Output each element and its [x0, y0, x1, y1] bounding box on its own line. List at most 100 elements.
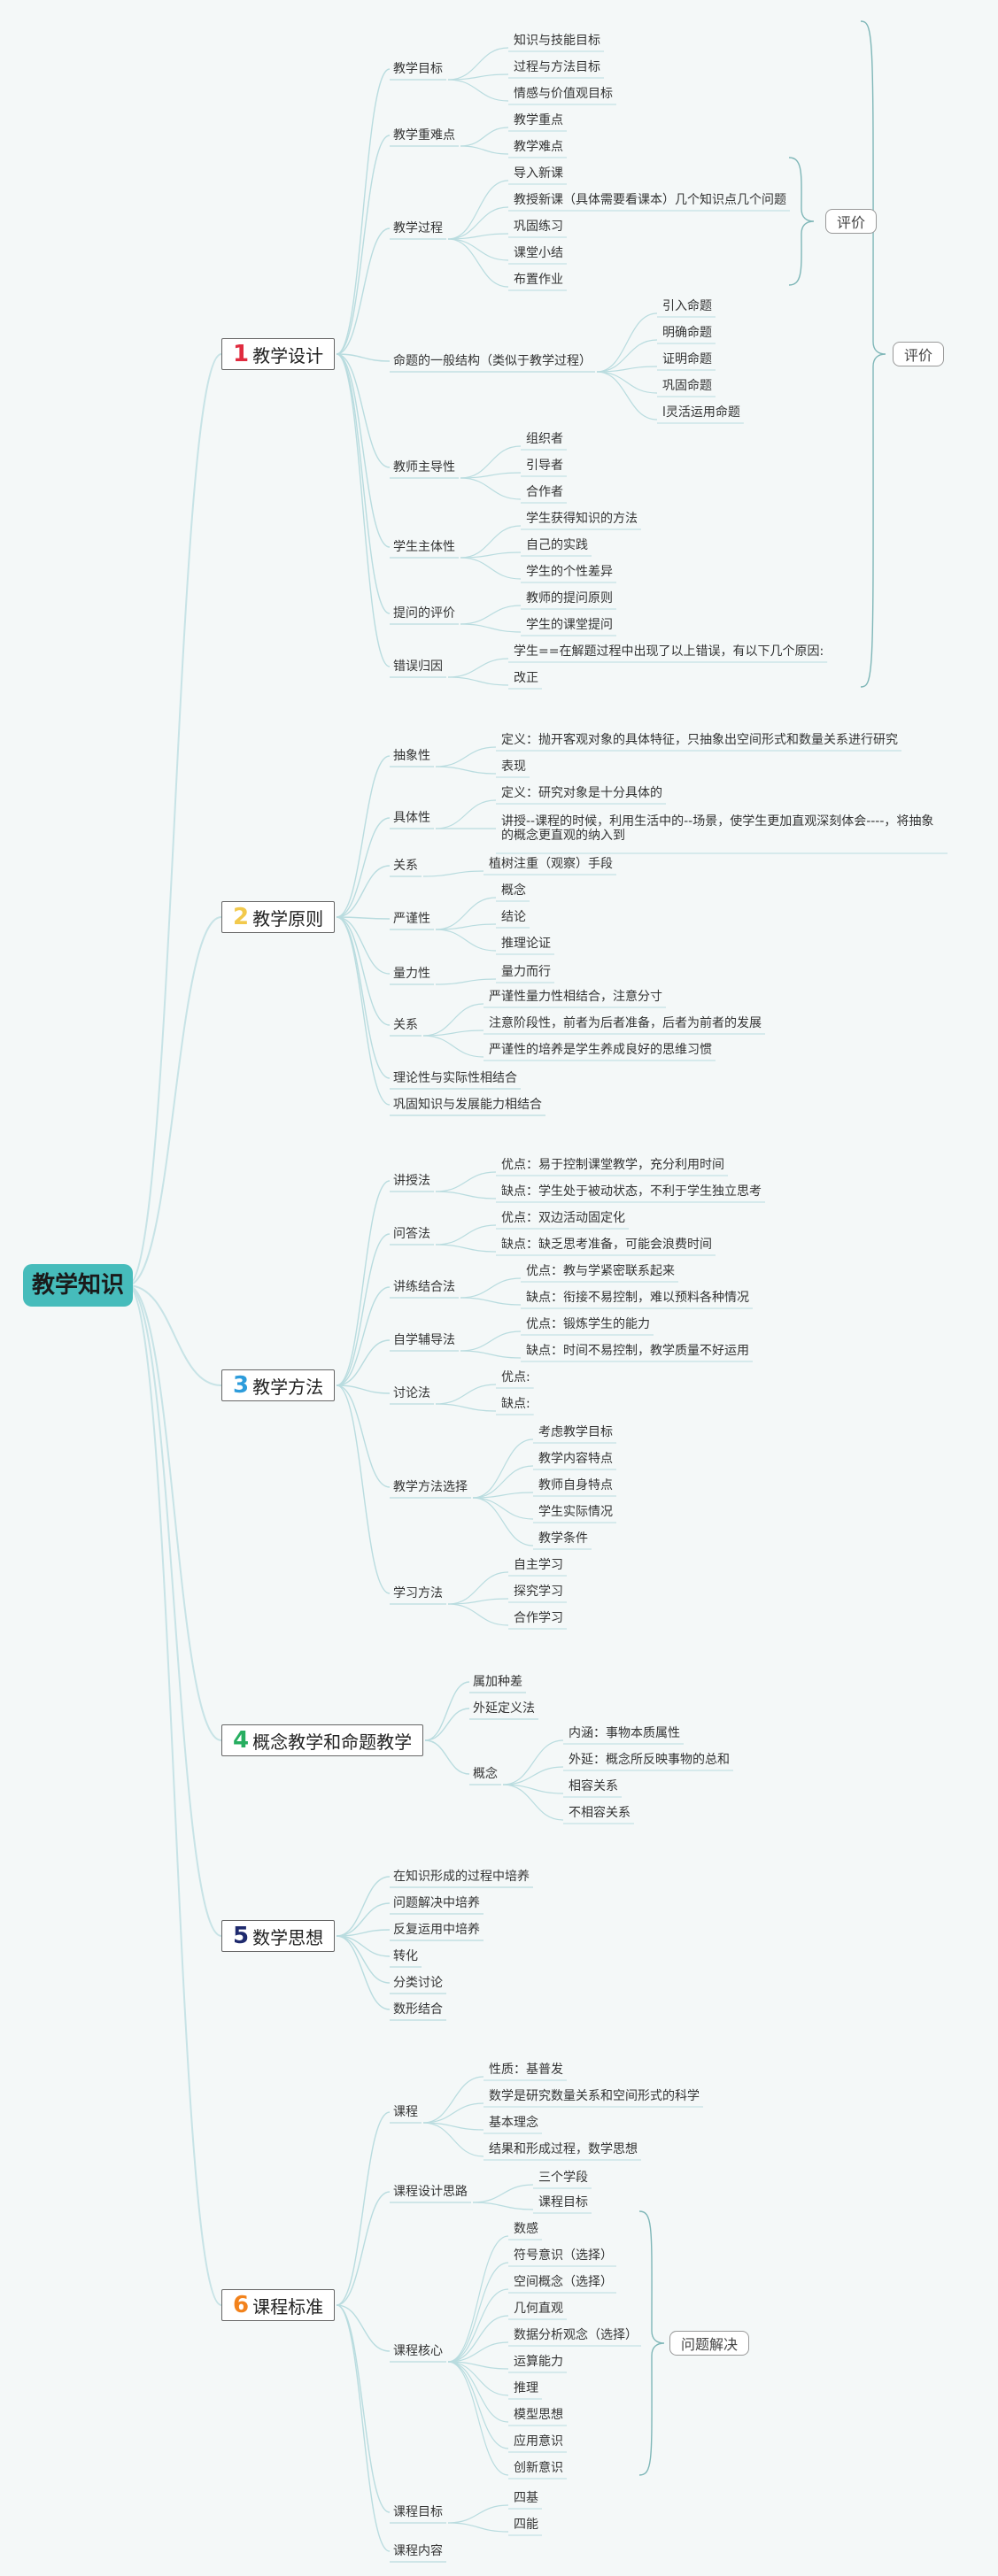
leaf-label[interactable]: l灵活运用命题 — [662, 405, 740, 420]
leaf-label[interactable]: 缺点: — [501, 1397, 530, 1411]
branch-label[interactable]: 学习方法 — [393, 1586, 443, 1600]
leaf-label[interactable]: 推理论证 — [501, 937, 551, 951]
branch-label[interactable]: 自学辅导法 — [393, 1333, 455, 1347]
branch-label[interactable]: 关系 — [393, 859, 418, 873]
branch-label[interactable]: 讨论法 — [393, 1386, 430, 1400]
leaf-label[interactable]: 情感与价值观目标 — [514, 87, 613, 101]
branch-label[interactable]: 教学方法选择 — [393, 1480, 468, 1494]
summary-tag[interactable]: 评价 — [893, 342, 945, 366]
leaf-label[interactable]: 概念 — [501, 883, 526, 898]
summary-tag[interactable]: 评价 — [825, 209, 878, 234]
leaf-label[interactable]: 推理 — [514, 2381, 538, 2395]
leaf-label[interactable]: 教学难点 — [514, 140, 563, 154]
leaf-label[interactable]: 优点：双边活动固定化 — [501, 1211, 625, 1225]
branch-label[interactable]: 属加种差 — [473, 1675, 522, 1689]
leaf-label[interactable]: 缺点：学生处于被动状态，不利于学生独立思考 — [501, 1184, 762, 1199]
leaf-label[interactable]: 严谨性的培养是学生养成良好的思维习惯 — [489, 1043, 712, 1057]
leaf-label[interactable]: 合作者 — [526, 485, 563, 499]
leaf-label[interactable]: 学生的课堂提问 — [526, 618, 613, 632]
leaf-label[interactable]: 缺点：衔接不易控制，难以预料各种情况 — [526, 1291, 749, 1305]
leaf-label[interactable]: 组织者 — [526, 432, 563, 446]
leaf-label[interactable]: 过程与方法目标 — [514, 60, 600, 74]
branch-label[interactable]: 教学目标 — [393, 62, 443, 76]
leaf-label[interactable]: 空间概念（选择） — [514, 2275, 613, 2289]
branch-label[interactable]: 巩固知识与发展能力相结合 — [393, 1098, 542, 1112]
leaf-label[interactable]: 考虑教学目标 — [538, 1425, 613, 1439]
branch-label[interactable]: 概念 — [473, 1767, 498, 1781]
leaf-label[interactable]: 讲授--课程的时候，利用生活中的--场景，使学生更加直观深刻体会----，将抽象… — [501, 814, 934, 843]
leaf-label[interactable]: 课堂小结 — [514, 246, 563, 260]
leaf-label[interactable]: 植树注重（观察）手段 — [489, 857, 613, 871]
leaf-label[interactable]: 导入新课 — [514, 166, 563, 181]
leaf-label[interactable]: 教授新课（具体需要看课本）几个知识点几个问题 — [514, 193, 786, 207]
leaf-label[interactable]: 符号意识（选择） — [514, 2248, 613, 2263]
leaf-label[interactable]: 三个学段 — [538, 2171, 588, 2185]
leaf-label[interactable]: 注意阶段性，前者为后者准备，后者为前者的发展 — [489, 1016, 762, 1030]
leaf-label[interactable]: 知识与技能目标 — [514, 34, 600, 48]
leaf-label[interactable]: 明确命题 — [662, 326, 712, 340]
branch-label[interactable]: 讲练结合法 — [393, 1280, 455, 1294]
leaf-label[interactable]: 性质：基普发 — [489, 2063, 563, 2077]
leaf-label[interactable]: 严谨性量力性相结合，注意分寸 — [489, 990, 662, 1004]
leaf-label[interactable]: 引导者 — [526, 459, 563, 473]
leaf-label[interactable]: 缺点：时间不易控制，教学质量不好运用 — [526, 1344, 749, 1358]
branch-label[interactable]: 教师主导性 — [393, 460, 455, 474]
leaf-label[interactable]: 证明命题 — [662, 352, 712, 366]
leaf-label[interactable]: 模型思想 — [514, 2408, 563, 2422]
leaf-label[interactable]: 优点：锻炼学生的能力 — [526, 1317, 650, 1331]
leaf-label[interactable]: 学生实际情况 — [538, 1505, 613, 1519]
branch-label[interactable]: 提问的评价 — [393, 606, 455, 621]
leaf-label[interactable]: 外延：概念所反映事物的总和 — [569, 1753, 730, 1767]
leaf-label[interactable]: 探究学习 — [514, 1585, 563, 1599]
leaf-label[interactable]: 四能 — [514, 2518, 538, 2532]
branch-label[interactable]: 错误归因 — [393, 659, 443, 674]
branch-label[interactable]: 课程目标 — [393, 2505, 443, 2519]
branch-label[interactable]: 课程设计思路 — [393, 2185, 468, 2199]
leaf-label[interactable]: 运算能力 — [514, 2355, 563, 2369]
leaf-label[interactable]: 合作学习 — [514, 1611, 563, 1625]
branch-label[interactable]: 在知识形成的过程中培养 — [393, 1870, 530, 1884]
leaf-label[interactable]: 教师的提问原则 — [526, 591, 613, 605]
leaf-label[interactable]: 自己的实践 — [526, 538, 588, 552]
leaf-label[interactable]: 表现 — [501, 760, 526, 774]
leaf-label[interactable]: 改正 — [514, 671, 538, 685]
leaf-label[interactable]: 定义：研究对象是十分具体的 — [501, 786, 662, 800]
branch-label[interactable]: 转化 — [393, 1949, 418, 1963]
branch-label[interactable]: 课程 — [393, 2105, 418, 2119]
branch-label[interactable]: 课程核心 — [393, 2344, 443, 2358]
branch-label[interactable]: 问题解决中培养 — [393, 1896, 480, 1910]
leaf-label[interactable]: 学生==在解题过程中出现了以上错误，有以下几个原因: — [514, 644, 824, 659]
branch-label[interactable]: 讲授法 — [393, 1174, 430, 1188]
branch-label[interactable]: 命题的一般结构（类似于教学过程） — [393, 354, 592, 368]
branch-label[interactable]: 反复运用中培养 — [393, 1923, 480, 1937]
branch-label[interactable]: 严谨性 — [393, 912, 430, 926]
leaf-label[interactable]: 结果和形成过程，数学思想 — [489, 2142, 638, 2156]
leaf-label[interactable]: 相容关系 — [569, 1779, 618, 1793]
leaf-label[interactable]: 数据分析观念（选择） — [514, 2328, 638, 2342]
leaf-label[interactable]: 应用意识 — [514, 2434, 563, 2449]
leaf-label[interactable]: 内涵：事物本质属性 — [569, 1726, 680, 1740]
leaf-label[interactable]: 教学重点 — [514, 113, 563, 127]
leaf-label[interactable]: 引入命题 — [662, 299, 712, 313]
leaf-label[interactable]: 优点：教与学紧密联系起来 — [526, 1264, 675, 1278]
leaf-label[interactable]: 定义：抛开客观对象的具体特征，只抽象出空间形式和数量关系进行研究 — [501, 733, 898, 747]
leaf-label[interactable]: 布置作业 — [514, 273, 563, 287]
leaf-label[interactable]: 量力而行 — [501, 965, 551, 979]
leaf-label[interactable]: 四基 — [514, 2491, 538, 2505]
leaf-label[interactable]: 不相容关系 — [569, 1806, 631, 1820]
leaf-label[interactable]: 自主学习 — [514, 1558, 563, 1572]
leaf-label[interactable]: 优点: — [501, 1370, 530, 1384]
leaf-label[interactable]: 数学是研究数量关系和空间形式的科学 — [489, 2089, 700, 2103]
root-node[interactable]: 教学知识 — [23, 1264, 133, 1307]
branch-label[interactable]: 抽象性 — [393, 749, 430, 763]
leaf-label[interactable]: 缺点：缺乏思考准备，可能会浪费时间 — [501, 1238, 712, 1252]
branch-label[interactable]: 理论性与实际性相结合 — [393, 1071, 517, 1085]
leaf-label[interactable]: 教学条件 — [538, 1531, 588, 1546]
leaf-label[interactable]: 教师自身特点 — [538, 1478, 613, 1492]
branch-label[interactable]: 关系 — [393, 1018, 418, 1032]
